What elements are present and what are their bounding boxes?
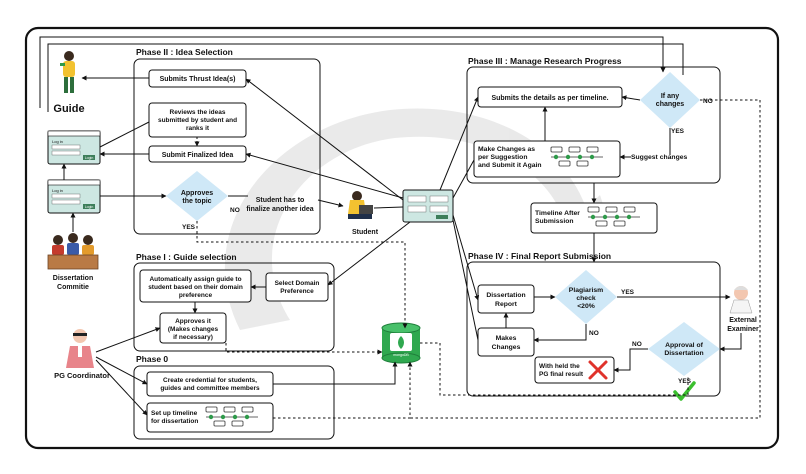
node-select-domain — [265, 272, 329, 302]
svg-text:Log in: Log in — [52, 188, 63, 193]
committee-group-icon — [47, 233, 99, 270]
check-icon — [673, 381, 696, 401]
phase1-box — [133, 262, 335, 352]
guide-login-screen-icon: Log in Login — [47, 130, 101, 165]
cross-icon — [588, 360, 608, 380]
suggest-changes-label: Suggest changes — [631, 154, 687, 161]
label-yes-approval: YES — [678, 378, 692, 385]
node-if-any-changes — [640, 72, 700, 128]
svg-text:mongoDB: mongoDB — [393, 353, 409, 357]
node-withheld — [534, 356, 615, 384]
phase2-box — [133, 58, 321, 235]
student-dashboard-screen-icon — [402, 189, 454, 223]
label-yes-plagiarism: YES — [621, 289, 635, 296]
dashed-connectors — [196, 99, 761, 419]
node-makes-changes — [477, 327, 535, 357]
mongodb-database-icon: mongoDB — [381, 322, 421, 364]
phase0-title: Phase 0 — [136, 354, 168, 364]
phase2-title: Phase II : Idea Selection — [136, 47, 233, 57]
node-submit-finalized-label: Submit Finalized Idea — [162, 152, 234, 159]
node-approval-dissertation — [648, 322, 720, 376]
label-yes-approves: YES — [182, 224, 196, 231]
guide-figure-icon — [60, 51, 75, 93]
guide-label: Guide — [53, 103, 84, 115]
pg-coordinator-icon — [66, 329, 94, 368]
node-submits-thrust-label: Submits Thrust Idea(s) — [160, 76, 236, 83]
label-no-approval: NO — [632, 341, 642, 348]
label-no-approves: NO — [230, 207, 240, 214]
node-dissertation-report — [477, 284, 535, 314]
phase4-title: Phase IV : Final Report Submission — [468, 251, 611, 261]
external-examiner-icon — [729, 286, 753, 314]
node-plagiarism-check — [555, 270, 617, 324]
student-icon — [348, 191, 373, 219]
student-label: Student — [352, 229, 379, 236]
node-create-credential — [146, 371, 274, 397]
node-approves-topic — [166, 171, 228, 221]
node-submits-details-label: Submits the details as per timeline. — [491, 95, 608, 102]
label-no-changes: NO — [703, 98, 713, 105]
node-create-credential-label: Create credential for students,guides an… — [160, 377, 260, 392]
label-no-plagiarism: NO — [589, 330, 599, 337]
connectors — [39, 36, 742, 416]
phase3-title: Phase III : Manage Research Progress — [468, 56, 622, 66]
label-yes-changes: YES — [671, 128, 685, 135]
svg-text:Login: Login — [85, 156, 94, 160]
phase1-title: Phase I : Guide selection — [136, 252, 237, 262]
pg-coordinator-label: PG Coordinator — [54, 371, 110, 380]
svg-text:Login: Login — [85, 205, 94, 209]
svg-text:Log in: Log in — [52, 139, 63, 144]
phase0-box — [133, 365, 335, 440]
committee-login-screen-icon: Log in Login — [47, 179, 101, 214]
